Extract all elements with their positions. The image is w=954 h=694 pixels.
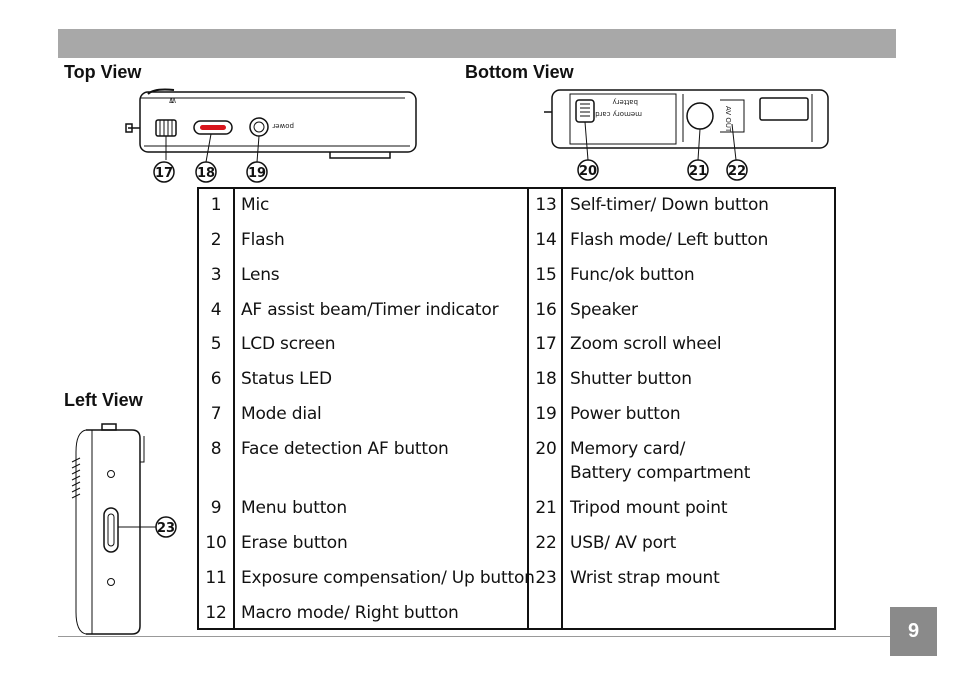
legend-label: Erase button xyxy=(241,533,348,553)
legend-number: 8 xyxy=(210,439,222,459)
page-number: 9 xyxy=(890,607,937,656)
bottom-view-illustration: battery memory card AV OUT 20 21 22 xyxy=(544,89,829,181)
callout-19-circle xyxy=(246,161,268,183)
legend-label: Flash xyxy=(241,230,285,250)
memory-card-print-text: memory card xyxy=(595,110,642,118)
legend-number: 23 xyxy=(535,568,557,588)
legend-number: 6 xyxy=(210,369,222,389)
legend-label: Face detection AF button xyxy=(241,439,449,459)
callout-21-circle xyxy=(687,159,709,181)
legend-number: 20 xyxy=(535,439,557,459)
legend-label: USB/ AV port xyxy=(570,533,677,553)
legend-number: 13 xyxy=(535,195,557,215)
legend-label: Menu button xyxy=(241,498,347,518)
legend-number: 16 xyxy=(535,300,557,320)
legend-label: Tripod mount point xyxy=(570,498,728,518)
legend-number: 12 xyxy=(205,603,227,623)
callout-17: 17 xyxy=(155,166,173,181)
legend-label: Mic xyxy=(241,195,270,215)
callout-18-circle xyxy=(195,161,217,183)
callout-20-circle xyxy=(577,159,599,181)
left-view-title: Left View xyxy=(64,390,143,410)
legend-number: 17 xyxy=(535,334,557,354)
legend-number: 5 xyxy=(210,334,222,354)
footer-rule xyxy=(58,636,890,637)
camera-body-bottom xyxy=(551,89,829,149)
legend-number: 14 xyxy=(535,230,557,250)
callout-21: 21 xyxy=(689,164,707,179)
legend-number: 4 xyxy=(210,300,222,320)
shutter-button-shape xyxy=(193,120,233,135)
legend-number: 10 xyxy=(205,533,227,553)
legend-number: 7 xyxy=(210,404,222,424)
legend-label: Flash mode/ Left button xyxy=(570,230,769,250)
zoom-t-text: T xyxy=(169,96,175,104)
legend-label: AF assist beam/Timer indicator xyxy=(241,300,499,320)
legend-label: Speaker xyxy=(570,300,638,320)
callout-18: 18 xyxy=(197,166,215,181)
callout-19: 19 xyxy=(248,166,266,181)
camera-body-top xyxy=(139,91,417,153)
legend-label: Mode dial xyxy=(241,404,322,424)
legend-number: 3 xyxy=(210,265,222,285)
legend-label: Shutter button xyxy=(570,369,692,389)
legend-label: Self-timer/ Down button xyxy=(570,195,769,215)
memory-battery-door xyxy=(569,93,677,145)
wrist-strap-mount-shape xyxy=(103,507,119,553)
legend-label: Exposure compensation/ Up button xyxy=(241,568,535,588)
top-view-title: Top View xyxy=(64,62,142,82)
left-view-illustration: 23 xyxy=(71,423,177,635)
column-divider xyxy=(527,189,529,628)
column-divider xyxy=(561,189,563,628)
column-divider xyxy=(233,189,235,628)
legend-number: 9 xyxy=(210,498,222,518)
bottom-view-title: Bottom View xyxy=(465,62,574,82)
zoom-scroll-wheel-shape xyxy=(155,119,177,137)
legend-label: Power button xyxy=(570,404,681,424)
legend-number: 1 xyxy=(210,195,222,215)
legend-label: Func/ok button xyxy=(570,265,695,285)
legend-label: Status LED xyxy=(241,369,332,389)
header-bar xyxy=(58,29,896,58)
battery-print-text: battery xyxy=(612,98,638,106)
legend-label-line2: Battery compartment xyxy=(570,463,751,483)
legend-number: 2 xyxy=(210,230,222,250)
legend-label: Zoom scroll wheel xyxy=(570,334,722,354)
top-view-illustration: W T power 17 18 19 xyxy=(125,88,417,183)
legend-label: Macro mode/ Right button xyxy=(241,603,459,623)
legend-number: 11 xyxy=(205,568,227,588)
callout-23-circle xyxy=(155,516,177,538)
legend-label-line1: Memory card/ xyxy=(570,439,686,459)
callout-23: 23 xyxy=(157,521,175,536)
power-print-text: power xyxy=(272,122,294,130)
tripod-mount-shape xyxy=(686,102,714,130)
callout-22-circle xyxy=(726,159,748,181)
legend-label: Lens xyxy=(241,265,280,285)
zoom-w-text: W xyxy=(169,96,176,104)
parts-legend-table: 1 Mic 2 Flash 3 Lens 4 AF assist beam/Ti… xyxy=(197,187,836,630)
legend-number: 15 xyxy=(535,265,557,285)
usb-av-port-shape xyxy=(720,99,745,133)
legend-label: LCD screen xyxy=(241,334,336,354)
power-button-shape xyxy=(249,117,269,137)
legend-number: 22 xyxy=(535,533,557,553)
callout-20: 20 xyxy=(579,164,597,179)
legend-number: 21 xyxy=(535,498,557,518)
legend-label: Wrist strap mount xyxy=(570,568,720,588)
callout-17-circle xyxy=(153,161,175,183)
camera-body-left xyxy=(86,429,141,635)
av-out-print-text: AV OUT xyxy=(724,106,732,133)
legend-number: 18 xyxy=(535,369,557,389)
callout-22: 22 xyxy=(728,164,746,179)
legend-number: 19 xyxy=(535,404,557,424)
